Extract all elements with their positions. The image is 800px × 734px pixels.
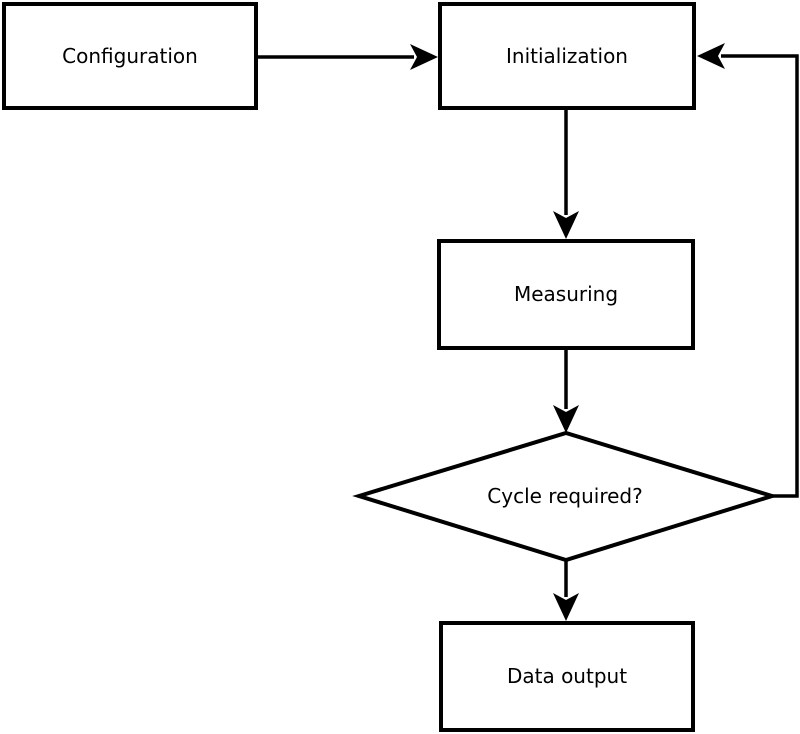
- data-output-box: [439, 621, 695, 732]
- initialization-label: Initialization: [506, 44, 628, 68]
- cycle-required-label: Cycle required?: [487, 484, 642, 508]
- configuration-label: Configuration: [62, 44, 198, 68]
- arrowhead-into-measuring-top: [553, 211, 579, 239]
- node-measuring: Measuring: [437, 239, 695, 350]
- initialization-box: [438, 2, 696, 110]
- node-configuration: Configuration: [2, 2, 258, 110]
- data-output-label: Data output: [507, 664, 627, 688]
- node-initialization: Initialization: [438, 2, 696, 110]
- node-cycle-required: Cycle required?: [352, 430, 779, 563]
- node-data-output: Data output: [439, 621, 695, 732]
- configuration-box: [2, 2, 258, 110]
- arrowhead-into-initialization-left: [410, 44, 438, 70]
- arrowhead-into-initialization-right: [697, 43, 725, 69]
- edge-cycle-required-to-initialization-feedback: [721, 54, 799, 498]
- measuring-label: Measuring: [514, 282, 618, 306]
- arrowhead-into-data-output-top: [553, 593, 579, 621]
- measuring-box: [437, 239, 695, 350]
- arrowhead-into-diamond-top: [553, 405, 579, 433]
- cycle-required-diamond: [352, 430, 779, 563]
